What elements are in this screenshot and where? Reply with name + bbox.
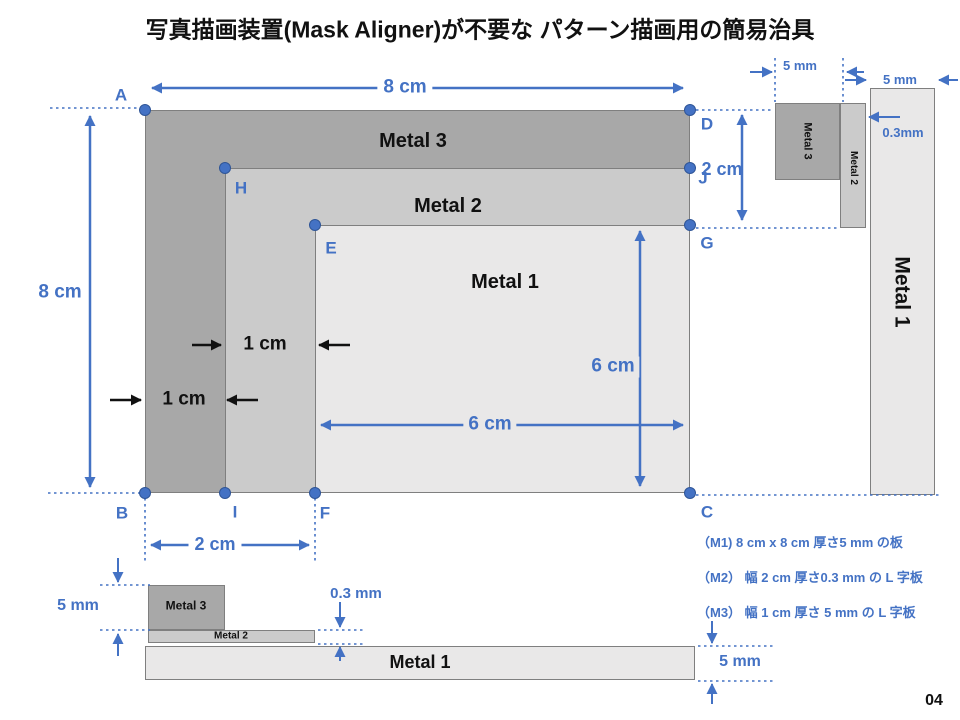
dim-bottom-metal2-thickness: 0.3 mm [330, 584, 382, 602]
dim-band-upper: 1 cm [243, 333, 287, 355]
plan-metal2-label: Metal 2 [414, 195, 482, 217]
dim-width-top: 8 cm [377, 77, 433, 99]
point-label-i: I [232, 502, 238, 522]
bottom-section-metal2-label: Metal 2 [214, 630, 248, 642]
bottom-section-metal2-plate [148, 630, 315, 643]
dim-bottom-step: 2 cm [188, 534, 242, 555]
plan-metal1-label: Metal 1 [471, 271, 539, 293]
point-label-b: B [115, 503, 129, 523]
right-section-metal3-plate [775, 103, 840, 180]
dim-right-step: 2 cm [701, 159, 743, 180]
dim-right-metal3-thickness: 5 mm [783, 57, 817, 73]
point-label-e: E [325, 238, 337, 258]
note-m1: （M1) 8 cm x 8 cm 厚さ5 mm の板 [697, 535, 903, 550]
point-label-c: C [700, 502, 714, 522]
point-label-d: D [700, 114, 714, 134]
right-section-metal3-label: Metal 3 [801, 122, 814, 160]
note-m3: （M3） 幅 1 cm 厚さ 5 mm の L 字板 [697, 605, 916, 620]
note-m2: （M2） 幅 2 cm 厚さ0.3 mm の L 字板 [697, 570, 923, 585]
dim-inner-width: 6 cm [463, 414, 517, 436]
bottom-section-metal3-plate [148, 585, 225, 630]
right-section-metal2-plate [840, 103, 866, 228]
page-number: 04 [925, 692, 943, 710]
dim-height-left: 8 cm [38, 281, 82, 303]
dim-right-metal1-thickness: 5 mm [877, 72, 923, 88]
point-label-g: G [700, 233, 714, 253]
right-section-metal2-label: Metal 2 [848, 151, 859, 185]
dim-right-metal2-thickness: 0.3mm [882, 124, 924, 140]
dim-band-lower: 1 cm [162, 388, 206, 410]
bottom-section-metal1-plate [145, 646, 695, 680]
slide-title: 写真描画装置(Mask Aligner)が不要な パターン描画用の簡易治具 [145, 16, 815, 43]
point-label-f: F [319, 503, 331, 523]
right-section-metal1-plate [870, 88, 935, 495]
point-label-h: H [234, 178, 248, 198]
bottom-section-metal1-label: Metal 1 [389, 652, 451, 673]
point-label-j: J [698, 168, 708, 188]
bottom-section-metal3-label: Metal 3 [165, 598, 207, 613]
dim-bottom-metal1-thickness: 5 mm [719, 653, 761, 671]
point-label-a: A [114, 85, 128, 105]
dim-bottom-metal3-thickness: 5 mm [57, 597, 99, 615]
dim-inner-height: 6 cm [586, 356, 640, 378]
plan-metal3-label: Metal 3 [379, 130, 447, 152]
right-section-metal1-label: Metal 1 [890, 256, 914, 328]
